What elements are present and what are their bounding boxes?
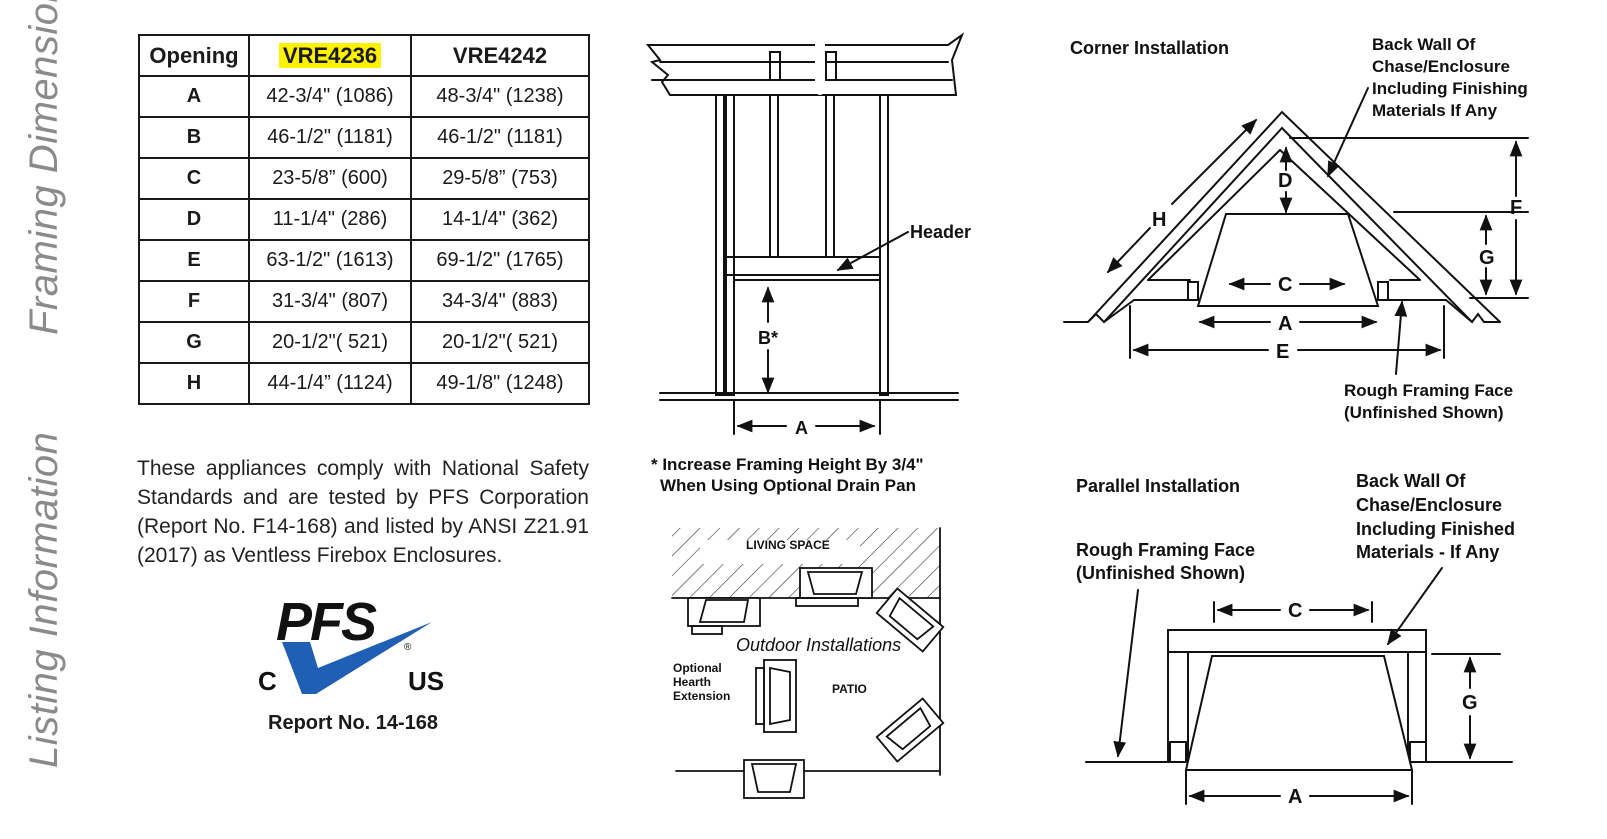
vre4242-value: 46-1/2" (1181)	[410, 116, 590, 159]
registered-mark: ®	[404, 642, 412, 653]
parallel-back-wall-4: Materials - If Any	[1356, 542, 1499, 562]
corner-dim-f: F	[1510, 197, 1522, 219]
corner-dim-a: A	[1278, 313, 1292, 335]
header-label: Header	[910, 222, 971, 242]
corner-back-wall-1: Back Wall Of	[1372, 35, 1476, 54]
opening-label: C	[138, 157, 250, 200]
drain-pan-note-1: * Increase Framing Height By 3/4"	[651, 455, 924, 474]
parallel-back-wall-2: Chase/Enclosure	[1356, 495, 1502, 515]
outdoor-installations-title: Outdoor Installations	[736, 635, 901, 655]
vre4236-value: 11-1/4" (286)	[248, 198, 412, 241]
parallel-rough-1: Rough Framing Face	[1076, 540, 1255, 560]
corner-dim-c: C	[1278, 274, 1292, 296]
vre4236-value: 42-3/4" (1086)	[248, 75, 412, 118]
vre4236-value: 31-3/4" (807)	[248, 280, 412, 323]
vre4242-value: 20-1/2"( 521)	[410, 321, 590, 364]
vre4242-value: 29-5/8” (753)	[410, 157, 590, 200]
patio-label: PATIO	[832, 682, 867, 696]
report-number: Report No. 14-168	[268, 712, 439, 734]
corner-rough-2: (Unfinished Shown)	[1344, 403, 1504, 422]
parallel-rough-2: (Unfinished Shown)	[1076, 563, 1245, 583]
opening-label: H	[138, 362, 250, 405]
parallel-dim-c: C	[1288, 600, 1302, 622]
corner-back-wall-3: Including Finishing	[1372, 79, 1528, 98]
vre4236-value: 46-1/2" (1181)	[248, 116, 412, 159]
vre4236-value: 63-1/2" (1613)	[248, 239, 412, 282]
parallel-dim-a: A	[1288, 786, 1302, 808]
parallel-dim-g: G	[1462, 692, 1478, 714]
hearth-label-3: Extension	[673, 689, 730, 703]
living-space-label: LIVING SPACE	[746, 538, 830, 552]
header-opening: Opening	[138, 34, 250, 77]
dim-b-label: B*	[758, 328, 778, 348]
corner-dim-d: D	[1278, 170, 1292, 192]
corner-dim-h: H	[1152, 209, 1166, 231]
vre4242-value: 69-1/2" (1765)	[410, 239, 590, 282]
opening-label: A	[138, 75, 250, 118]
logo-us: US	[408, 666, 444, 696]
opening-label: D	[138, 198, 250, 241]
corner-installation-title: Corner Installation	[1070, 38, 1229, 58]
listing-information-title: Listing Information	[22, 431, 66, 768]
corner-back-wall-2: Chase/Enclosure	[1372, 57, 1510, 76]
check-mark-icon	[282, 622, 432, 694]
opening-label: G	[138, 321, 250, 364]
corner-dim-e: E	[1276, 341, 1289, 363]
header-vre4242: VRE4242	[410, 34, 590, 77]
vre4236-value: 23-5/8” (600)	[248, 157, 412, 200]
parallel-back-wall-1: Back Wall Of	[1356, 471, 1466, 491]
opening-label: F	[138, 280, 250, 323]
hearth-label-1: Optional	[673, 661, 722, 675]
parallel-installation-title: Parallel Installation	[1076, 476, 1240, 496]
corner-dim-g: G	[1479, 247, 1495, 269]
vre4242-value: 49-1/8" (1248)	[410, 362, 590, 405]
table-header-row: Opening VRE4236 VRE4242	[138, 34, 590, 77]
opening-label: B	[138, 116, 250, 159]
vre4236-value: 20-1/2"( 521)	[248, 321, 412, 364]
dim-a-label: A	[795, 418, 808, 438]
framing-dimensions-title: Framing Dimensions	[22, 0, 66, 335]
corner-back-wall-4: Materials If Any	[1372, 101, 1498, 120]
vre4242-value: 34-3/4" (883)	[410, 280, 590, 323]
vre4242-value: 14-1/4" (362)	[410, 198, 590, 241]
pfs-brand: PFS	[276, 592, 377, 652]
opening-label: E	[138, 239, 250, 282]
parallel-back-wall-3: Including Finished	[1356, 519, 1515, 539]
parallel-installation-diagram	[1085, 567, 1513, 805]
vre4236-value: 44-1/4” (1124)	[248, 362, 412, 405]
corner-rough-1: Rough Framing Face	[1344, 381, 1513, 400]
corner-installation-diagram	[1063, 87, 1529, 375]
hearth-label-2: Hearth	[673, 675, 711, 689]
header-vre4236: VRE4236	[248, 34, 412, 77]
vre4242-value: 48-3/4" (1238)	[410, 75, 590, 118]
outdoor-plan-diagram	[671, 527, 945, 799]
highlighted-model: VRE4236	[278, 42, 382, 68]
listing-paragraph: These appliances comply with National Sa…	[137, 457, 589, 567]
framing-front-diagram	[645, 32, 965, 435]
logo-c: C	[258, 666, 277, 696]
drain-pan-note-2: When Using Optional Drain Pan	[660, 476, 916, 495]
